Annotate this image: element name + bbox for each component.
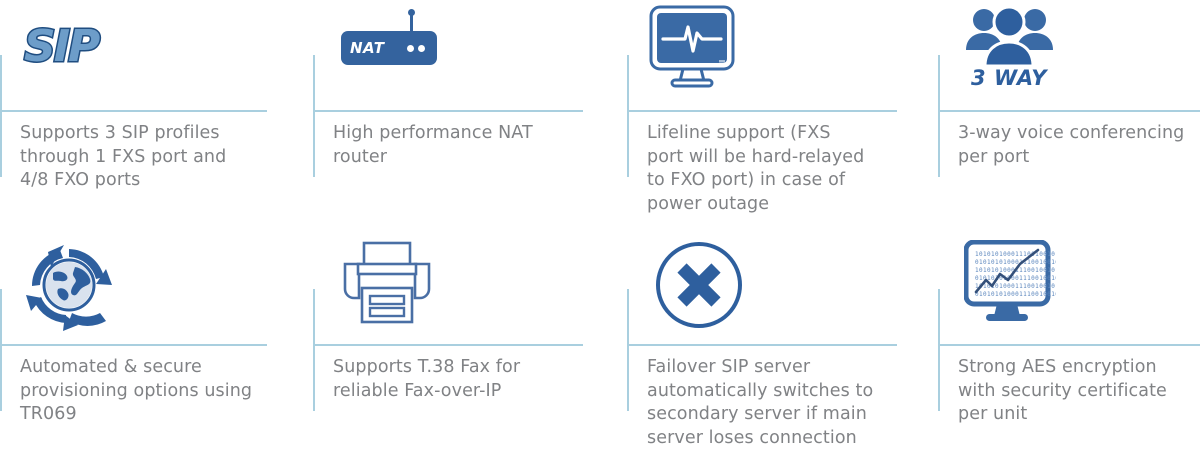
icon-area (645, 234, 825, 342)
feature-cell-fax: Supports T.38 Fax for reliable Fax-over-… (313, 234, 627, 469)
feature-cell-provisioning: Automated & secure provisioning options … (0, 234, 313, 469)
monitor-binary-chart-icon: 1010101000111001001010 01010101000111001… (964, 240, 1056, 321)
three-users-icon (966, 6, 1053, 68)
feature-cell-sip: SIP Supports 3 SIP profiles through 1 FX… (0, 0, 313, 234)
nat-label: NAT (350, 39, 385, 57)
feature-caption: Automated & secure provisioning options … (20, 357, 253, 424)
icon-area (18, 234, 198, 342)
feature-cell-nat-router: NAT High performance NAT router (313, 0, 627, 234)
led-dot (418, 44, 425, 52)
divider-horizontal (0, 110, 267, 112)
three-way-label: 3 WAY (971, 66, 1047, 90)
divider-vertical (938, 55, 940, 177)
svg-text:1010101000111001001010: 1010101000111001001010 (975, 283, 1056, 290)
led-dots (407, 44, 425, 52)
feature-cell-aes: 1010101000111001001010 01010101000111001… (938, 234, 1200, 469)
svg-text:0101010100011100100101: 0101010100011100100101 (975, 275, 1056, 282)
divider-horizontal (313, 110, 583, 112)
antenna-icon (408, 9, 415, 32)
divider-horizontal (938, 110, 1200, 112)
divider-vertical (627, 55, 629, 177)
divider-horizontal (313, 344, 583, 346)
feature-caption: High performance NAT router (333, 123, 533, 167)
icon-area: SIP (18, 0, 198, 108)
icon-area: NAT (331, 0, 511, 108)
sip-logo-icon: SIP (18, 21, 101, 72)
fax-printer-icon (343, 241, 431, 324)
feature-caption: Failover SIP server automatically switch… (647, 357, 874, 448)
divider-vertical (0, 55, 2, 177)
feature-caption: Strong AES encryption with security cert… (958, 357, 1167, 424)
divider-vertical (313, 289, 315, 411)
icon-area: 1010101000111001001010 01010101000111001… (956, 234, 1136, 342)
feature-cell-three-way: 3 WAY 3-way voice conferencing per port (938, 0, 1200, 234)
feature-cell-failover: Failover SIP server automatically switch… (627, 234, 938, 469)
divider-horizontal (938, 344, 1200, 346)
feature-caption: Supports 3 SIP profiles through 1 FXS po… (20, 123, 227, 190)
divider-vertical (627, 289, 629, 411)
feature-caption: Supports T.38 Fax for reliable Fax-over-… (333, 357, 521, 401)
icon-area (331, 234, 511, 342)
feature-caption: Lifeline support (FXS port will be hard-… (647, 123, 865, 214)
circle-x-icon (656, 242, 742, 328)
svg-text:0101010100011100100101: 0101010100011100100101 (975, 291, 1056, 298)
feature-cell-lifeline: Lifeline support (FXS port will be hard-… (627, 0, 938, 234)
svg-text:0101010100011100100101: 0101010100011100100101 (975, 259, 1056, 266)
sip-logo-text: SIP (22, 21, 101, 72)
icon-area (645, 0, 825, 108)
divider-horizontal (627, 110, 897, 112)
divider-horizontal (627, 344, 897, 346)
monitor-heartbeat-icon (649, 5, 735, 88)
feature-caption: 3-way voice conferencing per port (958, 123, 1185, 167)
svg-text:1010101000111001001010: 1010101000111001001010 (975, 251, 1056, 258)
globe-refresh-icon (26, 245, 112, 331)
divider-vertical (313, 55, 315, 177)
nat-router-icon: NAT (341, 9, 437, 65)
led-dot (407, 44, 414, 52)
divider-horizontal (0, 344, 267, 346)
divider-vertical (938, 289, 940, 411)
divider-vertical (0, 289, 2, 411)
icon-area: 3 WAY (956, 0, 1136, 108)
